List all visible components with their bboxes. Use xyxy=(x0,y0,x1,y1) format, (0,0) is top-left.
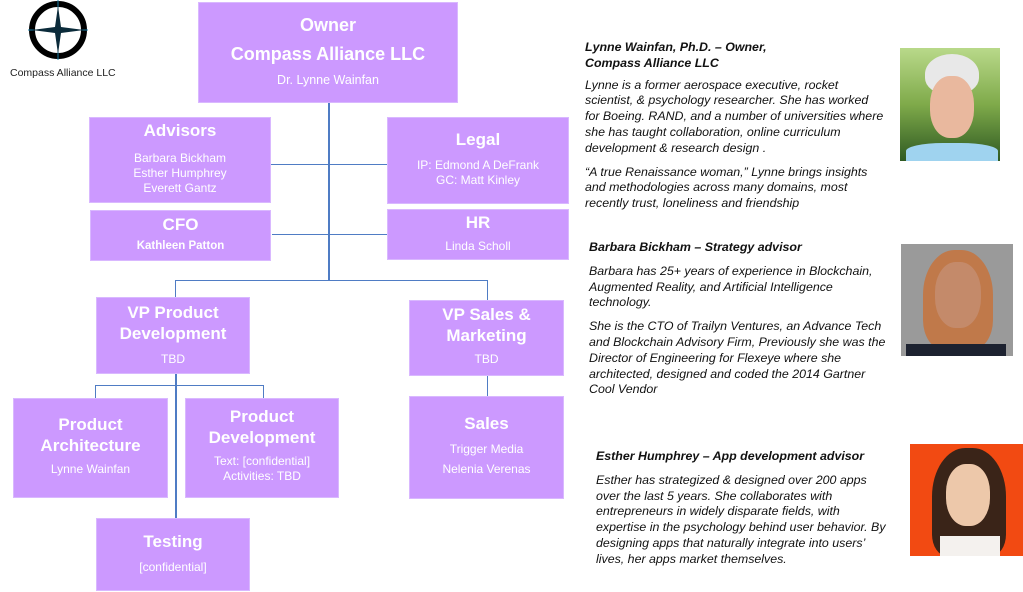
connector-line xyxy=(487,280,488,300)
vp-sales-title: Marketing xyxy=(446,326,527,345)
connector-line xyxy=(328,103,330,280)
product-architecture-title: Product xyxy=(58,415,123,434)
connector-line xyxy=(272,234,387,235)
sales-title: Sales xyxy=(464,414,509,433)
advisors-box[interactable]: Advisors Barbara Bickham Esther Humphrey… xyxy=(89,117,271,203)
connector-line xyxy=(263,385,264,399)
legal-member: GC: Matt Kinley xyxy=(435,173,521,187)
cfo-box[interactable]: CFO Kathleen Patton xyxy=(90,210,271,261)
face-shape xyxy=(930,76,974,138)
bio-paragraph: Barbara has 25+ years of experience in B… xyxy=(589,263,873,310)
bio-heading-line: Lynne Wainfan, Ph.D. – Owner, xyxy=(585,40,767,54)
product-architecture-name: Lynne Wainfan xyxy=(50,462,131,476)
vp-product-title: VP Product xyxy=(127,303,219,322)
portrait-photo-esther xyxy=(910,444,1023,556)
product-architecture-title: Architecture xyxy=(40,436,141,455)
connector-line xyxy=(175,280,488,281)
product-development-line: Text: [confidential] xyxy=(213,454,311,468)
face-shape xyxy=(946,464,990,526)
shirt-shape xyxy=(906,344,1006,356)
product-development-line: Activities: TBD xyxy=(223,469,301,483)
connector-line xyxy=(95,385,264,386)
shirt-shape xyxy=(940,536,1000,556)
compass-icon xyxy=(28,0,88,60)
bio-heading-line: Compass Alliance LLC xyxy=(585,55,719,70)
bio-heading: Barbara Bickham – Strategy advisor xyxy=(589,240,802,254)
legal-box[interactable]: Legal IP: Edmond A DeFrank GC: Matt Kinl… xyxy=(387,117,569,204)
product-development-box[interactable]: Product Development Text: [confidential]… xyxy=(185,398,339,498)
legal-title: Legal xyxy=(455,130,501,149)
bio-paragraph: Esther has strategized & designed over 2… xyxy=(596,472,886,566)
owner-company: Compass Alliance LLC xyxy=(230,44,426,64)
vp-product-box[interactable]: VP Product Development TBD xyxy=(96,297,250,374)
advisor-name: Esther Humphrey xyxy=(133,166,227,180)
vp-product-name: TBD xyxy=(161,352,185,366)
bio-esther: Esther Humphrey – App development adviso… xyxy=(596,449,891,576)
cfo-title: CFO xyxy=(162,215,199,234)
hr-name: Linda Scholl xyxy=(445,239,511,253)
vp-product-title: Development xyxy=(119,324,227,343)
connector-line xyxy=(271,164,387,165)
hr-box[interactable]: HR Linda Scholl xyxy=(387,209,569,260)
portrait-photo-barbara xyxy=(901,244,1013,356)
cfo-name: Kathleen Patton xyxy=(136,240,225,252)
vp-sales-box[interactable]: VP Sales & Marketing TBD xyxy=(409,300,564,376)
product-development-title: Product xyxy=(229,407,295,426)
portrait-photo-lynne xyxy=(900,48,1000,161)
sales-member: Nelenia Verenas xyxy=(442,462,531,476)
bio-paragraph: Lynne is a former aerospace executive, r… xyxy=(585,77,884,155)
bio-lynne: Lynne Wainfan, Ph.D. – Owner, Compass Al… xyxy=(585,40,885,220)
vp-sales-title: VP Sales & xyxy=(442,305,531,324)
connector-line xyxy=(175,280,176,297)
advisors-title: Advisors xyxy=(143,121,217,140)
sales-box[interactable]: Sales Trigger Media Nelenia Verenas xyxy=(409,396,564,499)
connector-line xyxy=(95,385,96,399)
hr-title: HR xyxy=(465,213,491,232)
bio-paragraph: “A true Renaissance woman,” Lynne brings… xyxy=(585,164,868,211)
face-shape xyxy=(935,262,981,328)
bio-paragraph: She is the CTO of Trailyn Ventures, an A… xyxy=(589,319,886,397)
owner-title: Owner xyxy=(299,15,356,35)
bio-heading: Lynne Wainfan, Ph.D. – Owner, Compass Al… xyxy=(585,40,885,72)
advisor-name: Everett Gantz xyxy=(143,181,217,195)
bio-barbara: Barbara Bickham – Strategy advisor Barba… xyxy=(589,240,889,406)
legal-member: IP: Edmond A DeFrank xyxy=(416,158,540,172)
connector-line xyxy=(487,376,488,396)
testing-name: [confidential] xyxy=(139,560,207,574)
testing-box[interactable]: Testing [confidential] xyxy=(96,518,250,591)
shirt-shape xyxy=(906,143,998,161)
testing-title: Testing xyxy=(143,532,203,551)
bio-heading: Esther Humphrey – App development adviso… xyxy=(596,449,865,463)
vp-sales-name: TBD xyxy=(474,352,499,366)
logo-label: Compass Alliance LLC xyxy=(10,67,116,79)
connector-line xyxy=(175,374,177,519)
owner-name: Dr. Lynne Wainfan xyxy=(277,73,379,87)
product-development-title: Development xyxy=(208,428,316,447)
logo: Compass Alliance LLC xyxy=(0,0,120,85)
sales-member: Trigger Media xyxy=(449,442,524,456)
product-architecture-box[interactable]: Product Architecture Lynne Wainfan xyxy=(13,398,168,498)
owner-box[interactable]: Owner Compass Alliance LLC Dr. Lynne Wai… xyxy=(198,2,458,103)
advisor-name: Barbara Bickham xyxy=(133,151,227,165)
